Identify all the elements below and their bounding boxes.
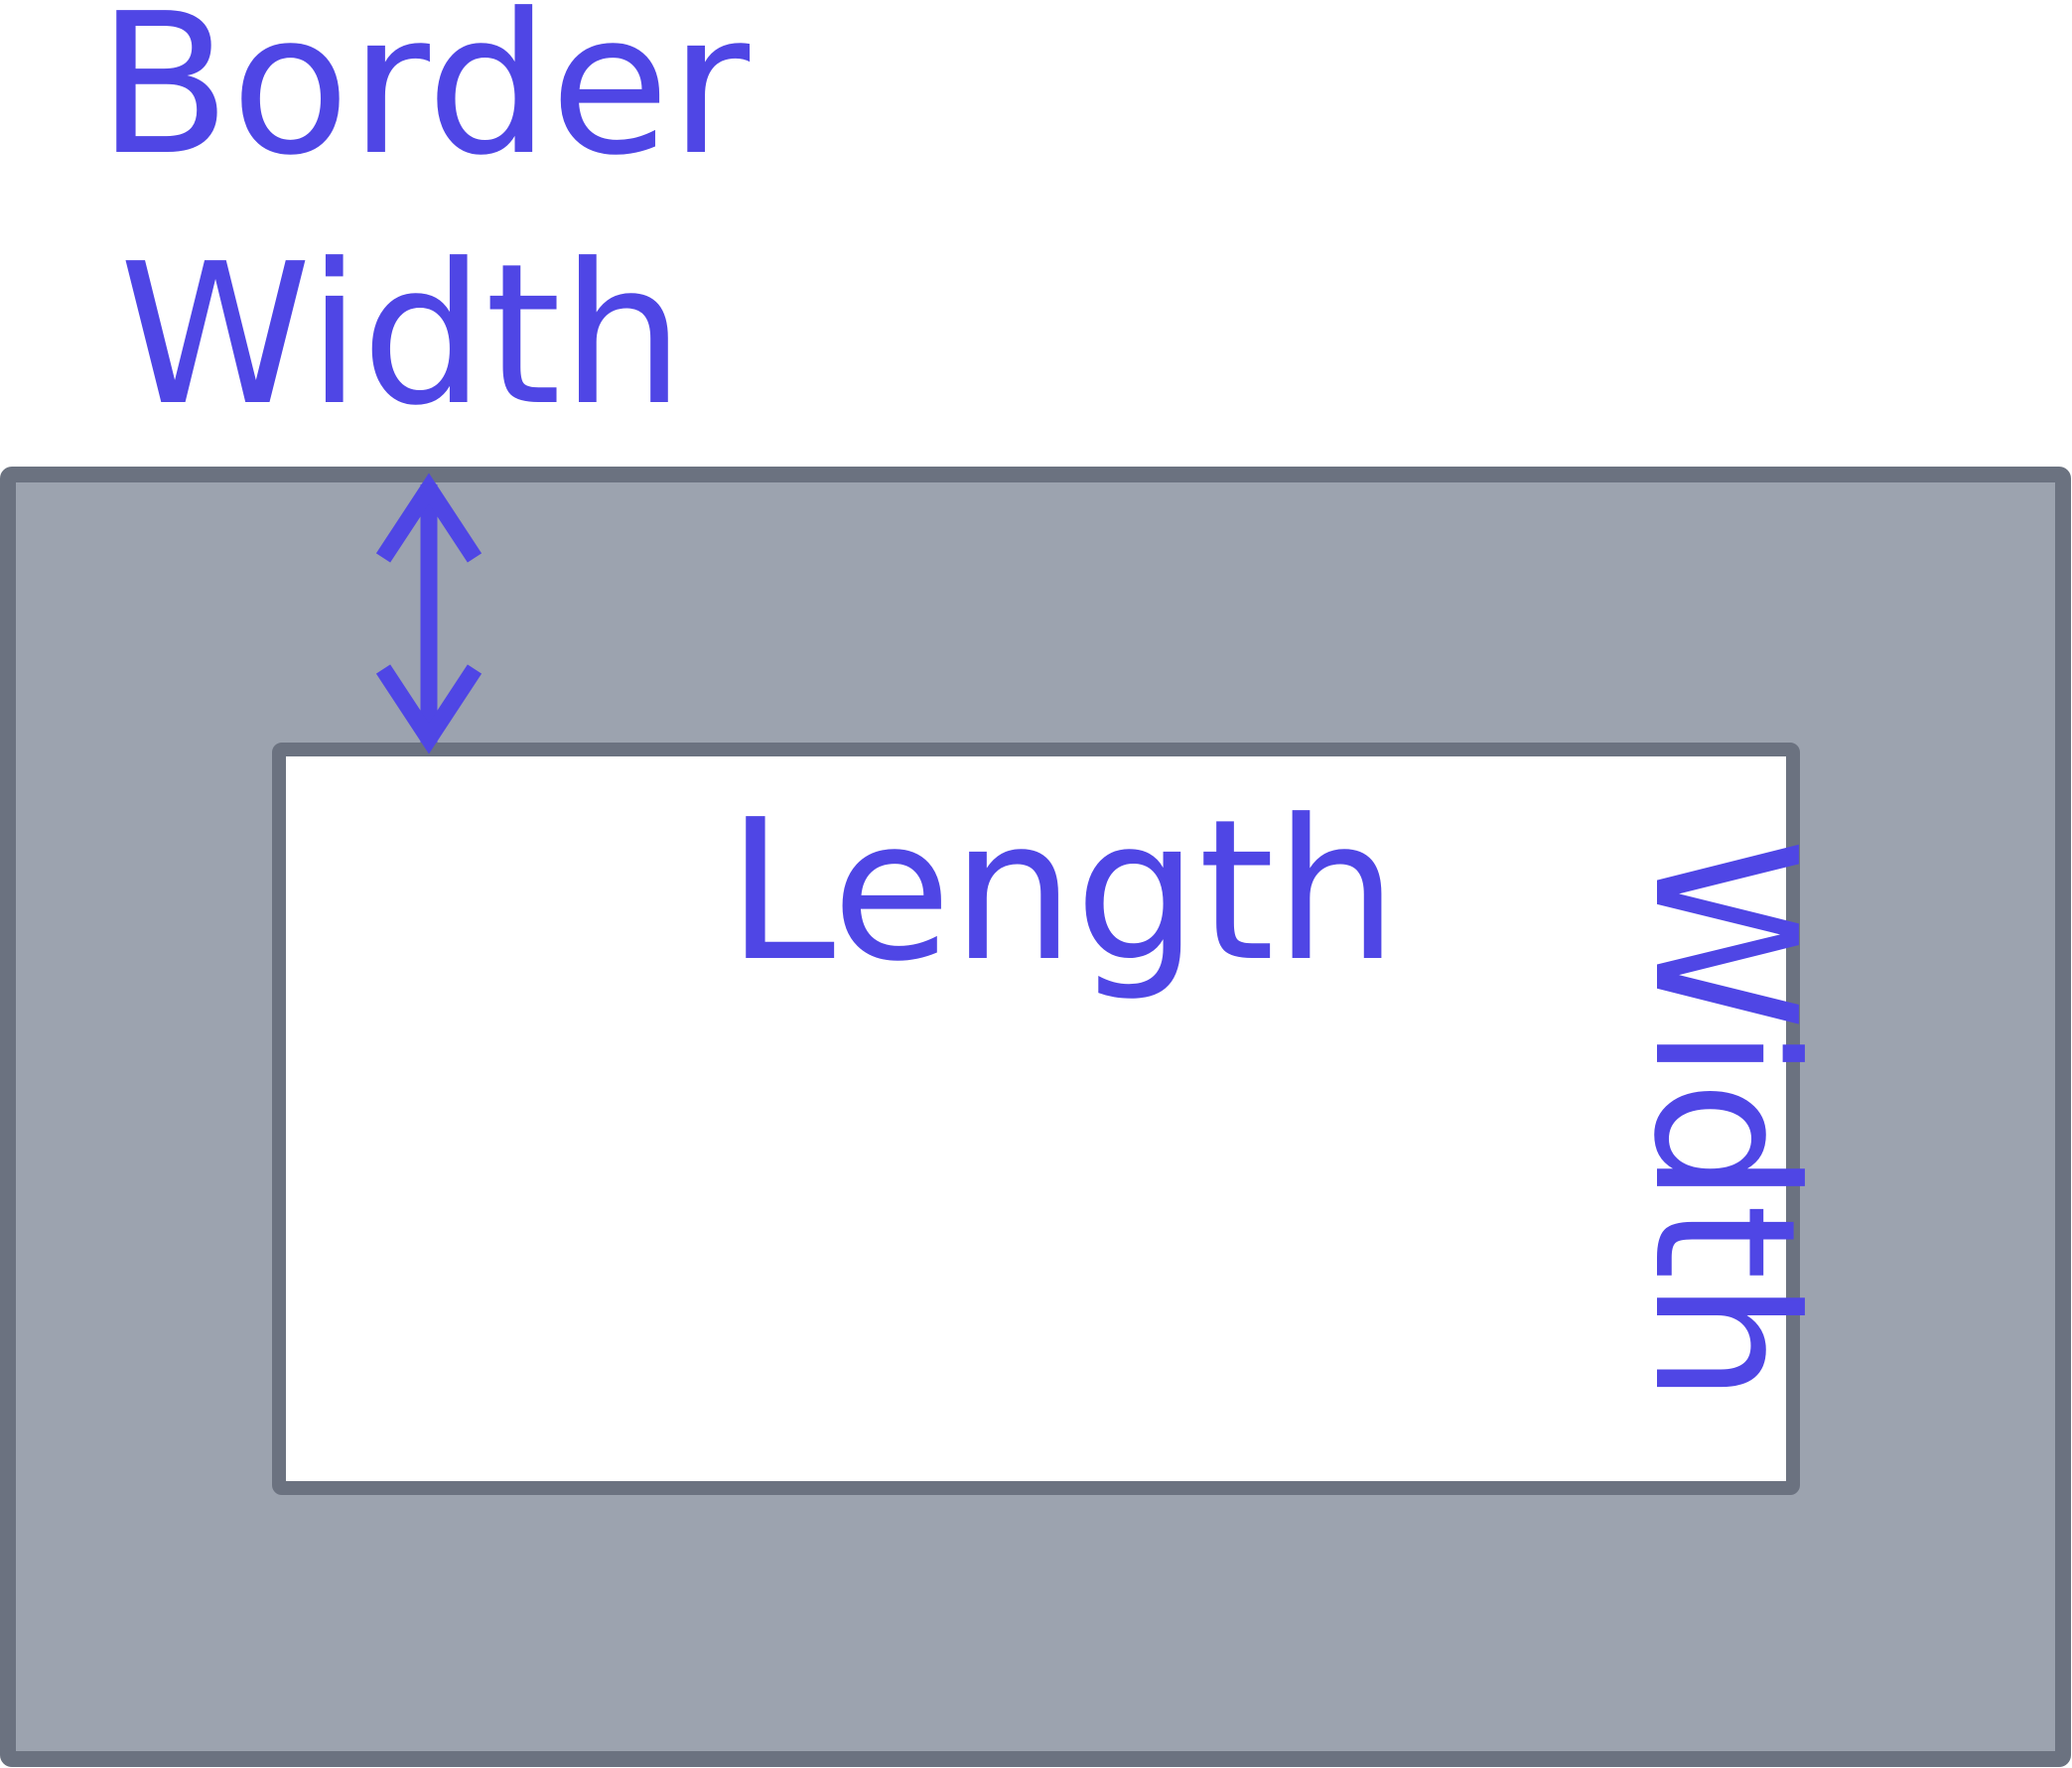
- inner-content-box: [272, 743, 1800, 1495]
- title-border-text: Border: [97, 0, 751, 199]
- length-label: Length: [727, 778, 1399, 1005]
- arrow-head-top: [375, 473, 483, 563]
- width-label: Width: [1610, 838, 1837, 1404]
- title-width-text: Width: [119, 222, 685, 449]
- double-headed-vertical-arrow-icon: [375, 473, 483, 754]
- arrow-head-bottom: [375, 664, 483, 754]
